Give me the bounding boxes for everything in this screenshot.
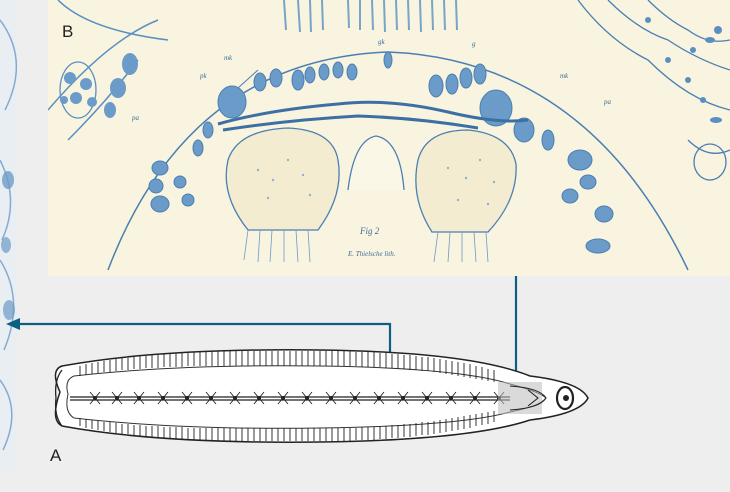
panel-a-label: A [50,446,61,466]
nerve-ganglion-illustration: gk g mk pk pa pa mk Fig 2 E. Thielsche l… [48,0,730,276]
annotation-pa-left: pa [131,114,140,122]
panel-b-label: B [62,22,73,42]
annotation-gk: gk [378,38,386,46]
annotation-pk: pk [199,72,208,80]
annotation-g: g [472,40,476,48]
lithographer-credit: E. Thielsche lith. [347,250,396,258]
annotation-mk-left: mk [224,54,233,62]
figure-caption: Fig 2 [359,226,380,236]
annotation-pa-right: pa [603,98,612,106]
annotation-mk-right: mk [560,72,569,80]
leech-body-diagram [40,340,600,450]
panel-b: gk g mk pk pa pa mk Fig 2 E. Thielsche l… [48,0,730,276]
